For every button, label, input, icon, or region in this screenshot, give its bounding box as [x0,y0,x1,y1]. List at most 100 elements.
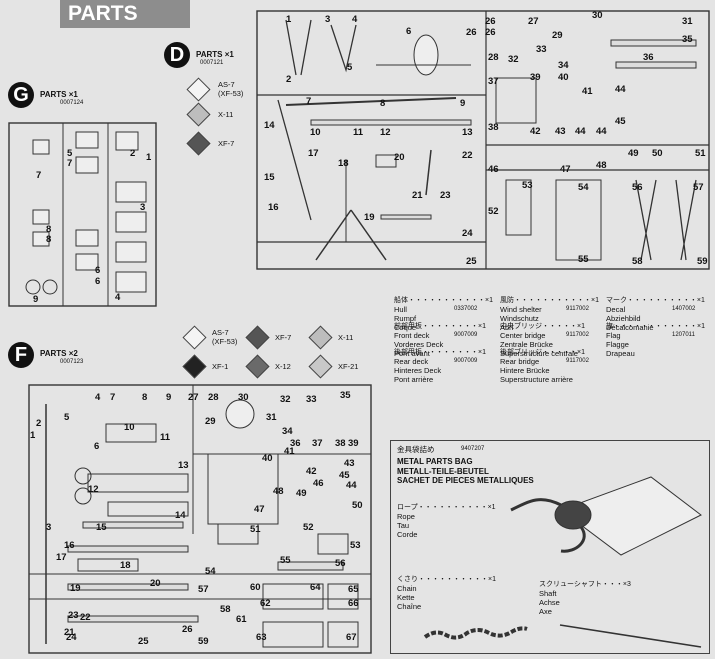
sprue-f-num: 33 [306,394,317,405]
sprue-f-num: 50 [352,500,363,511]
sprue-d-num: 17 [308,148,319,159]
sprue-f-num: 55 [280,555,291,566]
sprue-d-num: 27 [528,16,539,27]
sprue-d-num: 44 [596,126,607,137]
sprue-f-num: 19 [70,583,81,594]
sprue-d-num: 11 [353,127,364,138]
paint-swatch [308,324,333,350]
paint-d-0: AS-7(XF-53) [186,76,243,102]
sprue-d-num: 48 [596,160,607,171]
sprue-f-num: 67 [346,632,357,643]
sprue-d-num: 15 [264,172,275,183]
sprue-f-num: 59 [198,636,209,647]
sprue-f-num: 39 [348,438,359,449]
sprue-d-num: 26 [485,27,496,38]
sprue-d-num: 34 [558,60,569,71]
paint-swatch [308,354,333,379]
sprue-d-num: 18 [338,158,349,169]
sprue-f-num: 43 [344,458,355,469]
sprue-d-num: 44 [575,126,586,137]
sprue-f-num: 17 [56,552,67,563]
paint-f-5: XF-21 [308,354,375,379]
sprue-g-num: 4 [115,292,121,303]
sprue-f-num: 51 [250,524,261,535]
sprue-d-num: 16 [268,202,279,213]
sprue-g-frame [8,122,157,307]
sprue-d-num: 44 [615,84,626,95]
metal-bag-jp: 金具袋詰め [397,445,435,454]
paint-swatch [245,324,270,350]
metal-bag-code: 9407207 [461,446,485,452]
sprue-f-num: 5 [64,412,70,423]
sprue-d-num: 28 [488,52,499,63]
sprue-g-code: 0007124 [60,100,84,106]
paint-f-0: AS-7(XF-53) [182,324,249,350]
sprue-f-num: 4 [95,392,101,403]
sprue-d-num: 49 [628,148,639,159]
sprue-d-num: 42 [530,126,541,137]
sprue-g-num: 3 [140,202,146,213]
sprue-f-num: 54 [205,566,216,577]
sprue-f-num: 30 [238,392,249,403]
sprue-f-num: 66 [348,598,359,609]
sprue-f-num: 44 [346,480,357,491]
sprue-d-num: 40 [558,72,569,83]
paint-f-4: X-12 [245,354,312,379]
sprue-f-num: 40 [262,453,273,464]
sprue-d-num: 38 [488,122,499,133]
sprue-d-num: 22 [462,150,473,161]
paint-f-3: XF-1 [182,354,249,379]
sprue-f-num: 24 [66,632,77,643]
sprue-d-title: PARTS ×1 [196,50,234,59]
sprue-d-num: 6 [406,26,412,37]
sprue-d-num: 20 [394,152,405,163]
sprue-d-num: 9 [460,98,466,109]
sprue-d-num: 31 [682,16,693,27]
sprue-d-num: 4 [352,14,358,25]
sprue-d-num: 26 [466,27,477,38]
sprue-d-num: 53 [522,180,533,191]
sprue-f-num: 20 [150,578,161,589]
sprue-d-num: 35 [682,34,693,45]
sprue-d-num: 59 [697,256,708,267]
sprue-f-num: 60 [250,582,261,593]
sprue-g-num: 8 [46,224,52,235]
sprue-f-num: 23 [68,610,79,621]
sprue-d-num: 26 [485,16,496,27]
sprue-f-num: 7 [110,392,116,403]
paint-d-1: X-11 [186,102,243,127]
sprue-f-num: 38 [335,438,346,449]
sprue-f-num: 3 [46,522,52,533]
sprue-d-num: 57 [693,182,704,193]
sprue-g-title: PARTS ×1 [40,90,78,99]
paint-d-2: XF-7 [186,131,243,156]
sprue-d-num: 10 [310,127,321,138]
sprue-d-num: 29 [552,30,563,41]
paint-swatch [182,324,207,350]
sprue-f-num: 14 [175,510,186,521]
sprue-d-num: 51 [695,148,706,159]
sprue-d-num: 41 [582,86,593,97]
sprue-f-num: 53 [350,540,361,551]
sprue-f-num: 16 [64,540,75,551]
sprue-d-num: 52 [488,206,499,217]
sprue-d-num: 50 [652,148,663,159]
sprue-g-letter: G [8,82,34,108]
sprue-f-num: 8 [142,392,148,403]
sprue-d-num: 46 [488,164,499,175]
sprue-d-num: 33 [536,44,547,55]
sprue-d-num: 2 [286,74,292,85]
sprue-g-num: 6 [95,265,101,276]
sprue-f-num: 41 [284,446,295,457]
sprue-f-num: 46 [313,478,324,489]
sprue-f-num: 36 [290,438,301,449]
sprue-f-letter: F [8,342,34,368]
sprue-f-num: 21 [64,627,75,638]
